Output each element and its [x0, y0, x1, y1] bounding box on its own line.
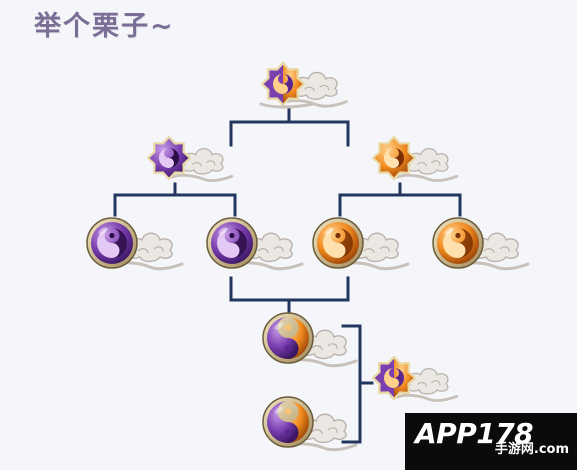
node-mid-left-star [146, 135, 234, 182]
node-leaf-purple-1 [86, 217, 184, 271]
node-leaf-orange-2 [432, 217, 530, 271]
node-leaf-orange-1 [312, 217, 410, 271]
connector-right [338, 182, 462, 217]
connector-bottom [229, 276, 350, 314]
node-combo-orb-1 [262, 312, 358, 368]
node-mid-right-star [371, 135, 459, 182]
watermark-brand: APP178 [415, 417, 534, 450]
connector-lines [113, 108, 462, 444]
node-top-star [259, 61, 348, 109]
connector-combo [341, 324, 374, 444]
node-combo-result-star [371, 355, 459, 402]
connector-left [113, 182, 237, 217]
watermark: APP178 手游网.com [405, 413, 577, 470]
watermark-site: 手游网.com [494, 442, 569, 457]
node-leaf-purple-2 [206, 217, 304, 271]
page-title: 举个栗子~ [34, 11, 175, 42]
connector-top [229, 108, 350, 147]
